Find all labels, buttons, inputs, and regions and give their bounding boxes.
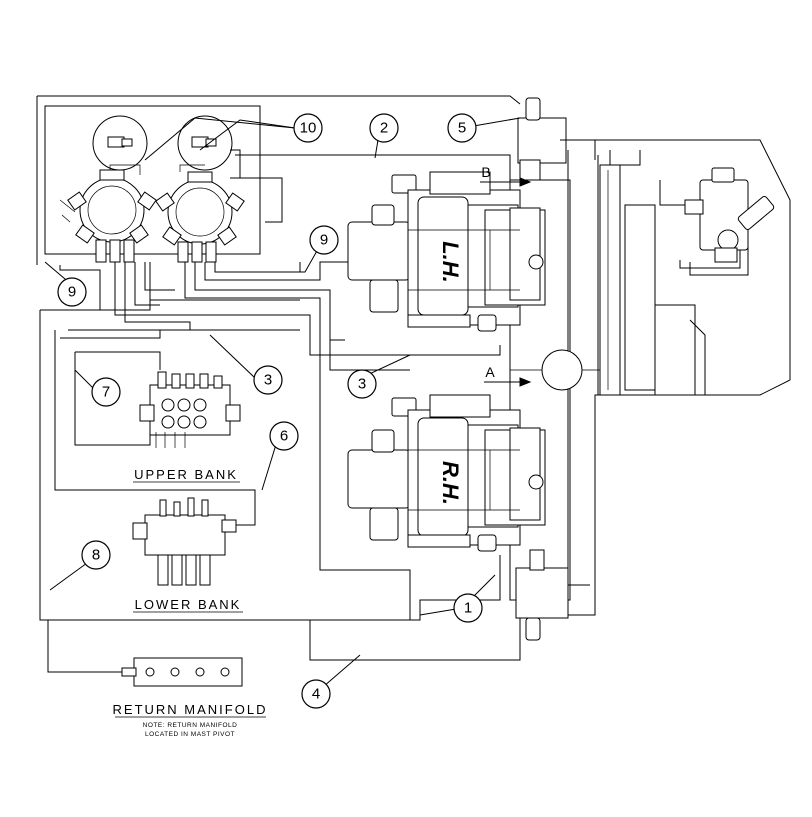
svg-text:9: 9 <box>68 284 76 301</box>
svg-text:3: 3 <box>264 372 272 389</box>
svg-text:4: 4 <box>312 686 320 703</box>
svg-text:8: 8 <box>92 547 100 564</box>
callout-8: 8 <box>81 540 111 570</box>
callout-3-right: 3 <box>347 369 377 399</box>
filter-tank-box <box>36 95 521 265</box>
svg-text:1: 1 <box>464 600 472 617</box>
distribution-manifold-right <box>109 164 245 263</box>
pump-rh-label: R.H. <box>438 461 463 505</box>
callout-9-right: 9 <box>309 225 339 255</box>
callout-1: 1 <box>453 593 483 623</box>
port-label-a: A <box>484 364 532 387</box>
callout-5: 5 <box>447 113 477 143</box>
pump-lh <box>347 171 546 332</box>
svg-text:5: 5 <box>458 120 466 137</box>
callout-9-left: 9 <box>57 277 87 307</box>
svg-text:7: 7 <box>102 384 110 401</box>
callout-10: 10 <box>293 113 323 143</box>
cylinder-bottom <box>515 549 590 641</box>
callout-6: 6 <box>269 421 299 451</box>
svg-text:2: 2 <box>380 120 388 137</box>
return-manifold-title: RETURN MANIFOLD <box>113 702 268 717</box>
callout-4: 4 <box>301 679 331 709</box>
lower-bank-valve <box>132 497 237 586</box>
lower-bank-caption: LOWER BANK <box>135 597 242 612</box>
svg-text:10: 10 <box>300 120 317 137</box>
hose-lines <box>39 149 749 673</box>
return-manifold-block <box>121 657 243 687</box>
callout-3-left: 3 <box>253 365 283 395</box>
port-label-b: B <box>480 164 532 187</box>
pump-lh-label: L.H. <box>438 241 463 283</box>
distribution-manifold-left <box>59 169 157 263</box>
svg-text:3: 3 <box>358 376 366 393</box>
mast-outline <box>509 139 791 616</box>
upper-bank-caption: UPPER BANK <box>134 467 238 482</box>
svg-text:9: 9 <box>320 232 328 249</box>
svg-text:6: 6 <box>280 428 288 445</box>
upper-bank-valve <box>139 371 241 448</box>
cylinder-top <box>517 97 641 181</box>
return-manifold-note-2: LOCATED IN MAST PIVOT <box>145 731 235 738</box>
callout-2: 2 <box>369 113 399 143</box>
callout-7: 7 <box>91 377 121 407</box>
return-manifold-note-1: NOTE: RETURN MANIFOLD <box>143 722 238 729</box>
pump-rh <box>347 394 546 552</box>
port-a-text: A <box>485 364 495 380</box>
port-b-text: B <box>481 164 490 180</box>
cylinder-right <box>684 167 775 263</box>
